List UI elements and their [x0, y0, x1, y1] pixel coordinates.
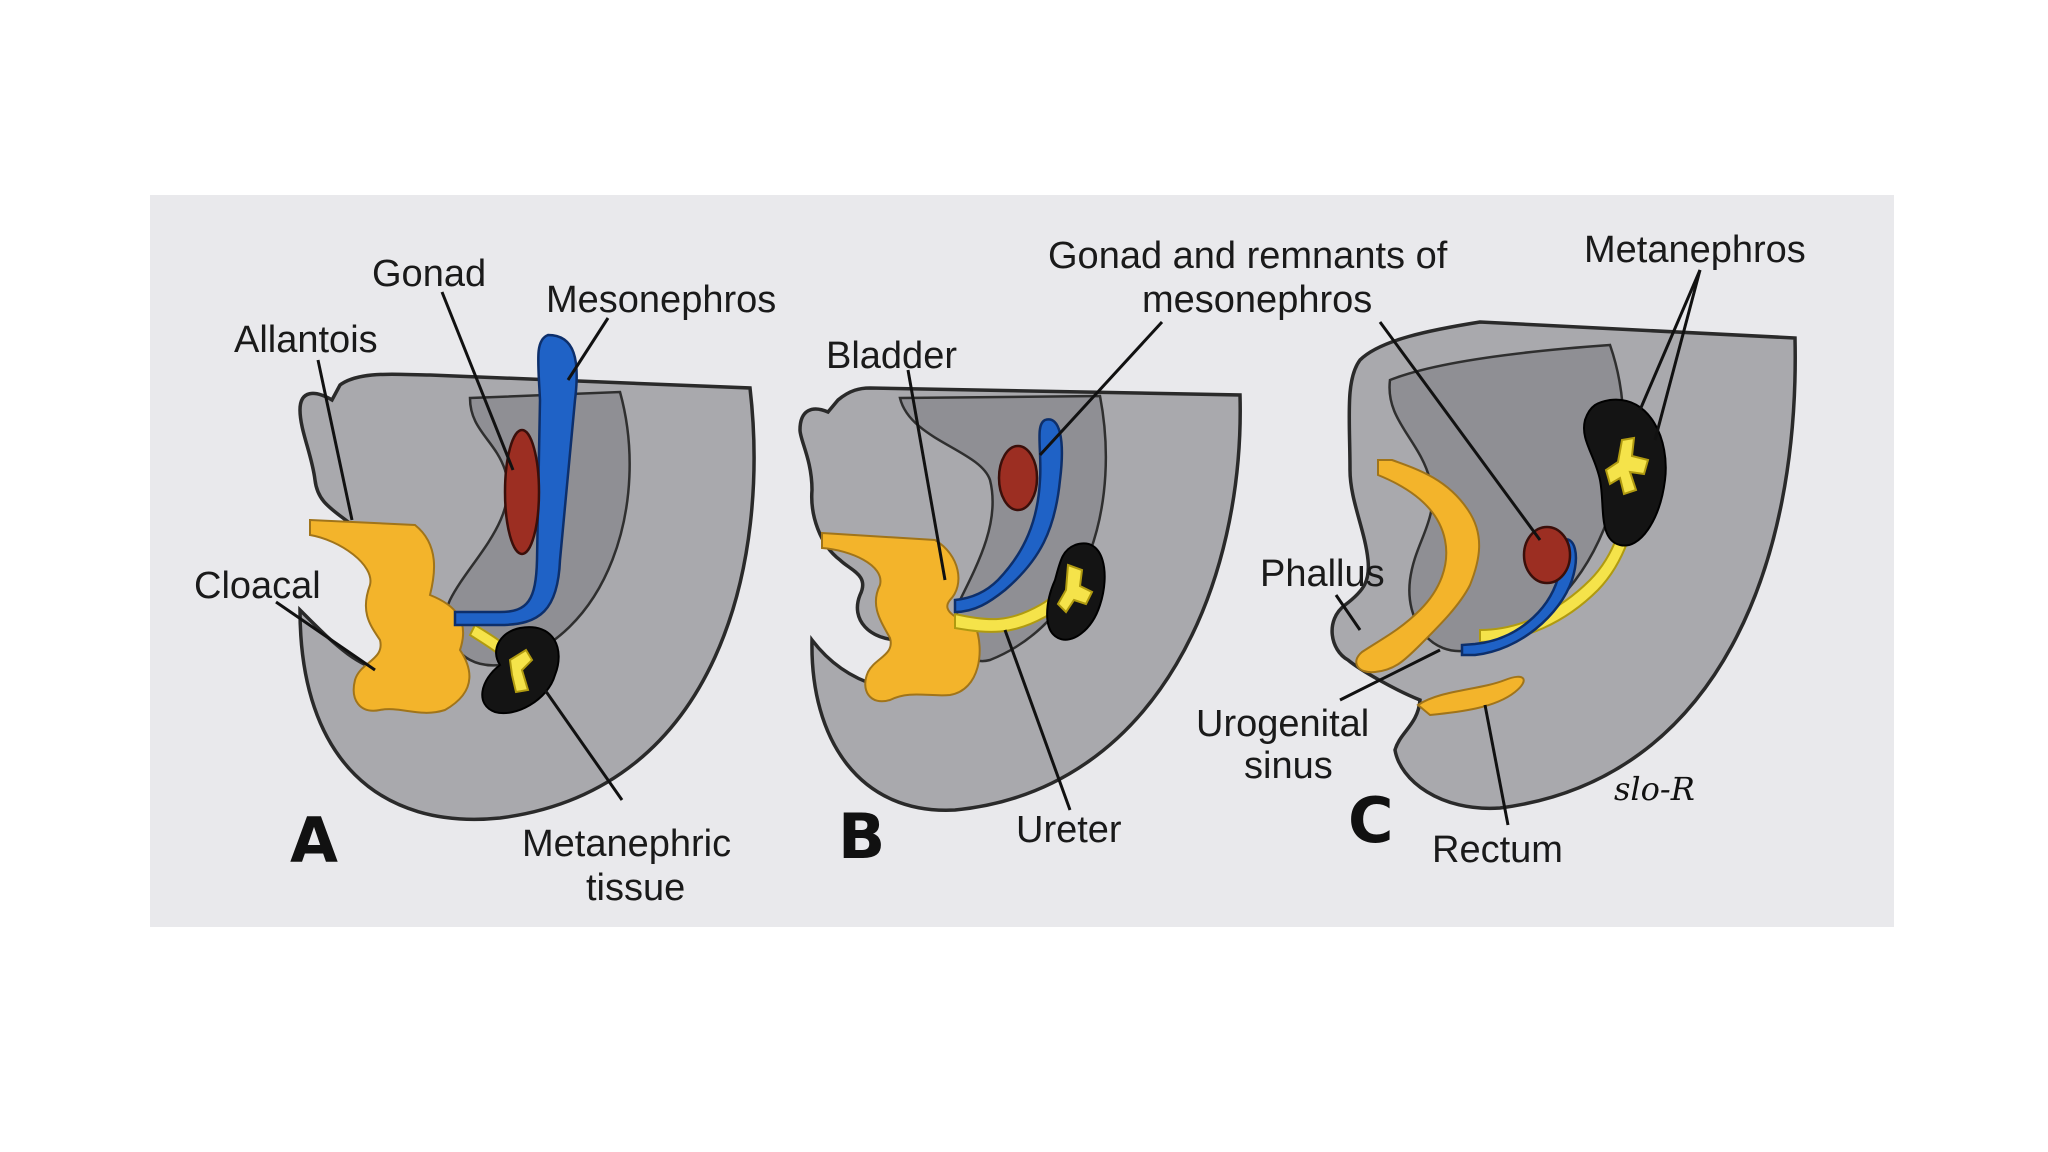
leader-gonad-a	[440, 291, 515, 471]
cloaca-a	[309, 518, 471, 714]
label-mesonephros: Mesonephros	[546, 279, 776, 321]
label-ureter: Ureter	[1016, 809, 1122, 851]
leader-ureter-b	[1003, 629, 1072, 811]
label-urogenital-line1: Urogenital	[1196, 703, 1369, 745]
leader-gonad-remnants-b	[1038, 320, 1164, 457]
mesonephric-duct-a	[453, 333, 578, 627]
label-metanephric-line2: tissue	[586, 867, 685, 909]
ureteric-bud-a	[508, 648, 534, 694]
panel-letter-a: A	[290, 804, 338, 877]
panel-c: Metanephros Phallus Urogenital sinus Rec…	[1196, 229, 1806, 871]
leader-mesonephros-a	[566, 317, 610, 381]
leader-gonad-remnants-c	[1378, 321, 1542, 541]
bladder-b	[821, 531, 981, 703]
label-metanephros: Metanephros	[1584, 229, 1806, 271]
leader-metanephros-c-1	[1638, 269, 1702, 411]
leader-bladder-b	[906, 369, 947, 581]
collecting-system-c	[1604, 436, 1650, 496]
collecting-system-b	[1056, 563, 1094, 614]
leader-metanephric-a	[543, 689, 624, 801]
gonad-c	[1522, 525, 1572, 585]
leader-urogenital-c	[1339, 648, 1441, 702]
gonad-b	[997, 444, 1039, 512]
label-urogenital-line2: sinus	[1244, 745, 1333, 787]
label-bladder: Bladder	[826, 335, 957, 377]
label-allantois: Allantois	[234, 319, 378, 361]
leader-cloacal-a	[275, 600, 376, 672]
label-gonad-remnants-line2: mesonephros	[1142, 279, 1372, 321]
urogenital-sinus-c	[1355, 459, 1481, 674]
artist-signature: slo-R	[1614, 770, 1695, 808]
gonad-a	[503, 428, 541, 556]
leader-allantois-a	[316, 359, 354, 521]
leader-rectum-c	[1483, 704, 1510, 826]
panel-letter-c: C	[1348, 784, 1394, 857]
label-gonad: Gonad	[372, 253, 486, 295]
panel-b: Bladder Gonad and remnants of mesonephro…	[798, 235, 1448, 873]
label-gonad-remnants-line1: Gonad and remnants of	[1048, 235, 1448, 277]
panel-a: Gonad Mesonephros Allantois Cloacal Meta…	[194, 253, 776, 909]
label-cloacal: Cloacal	[194, 565, 321, 607]
rectum-c	[1416, 675, 1525, 717]
label-metanephric-line1: Metanephric	[522, 823, 731, 865]
panel-letter-b: B	[838, 800, 885, 873]
label-phallus: Phallus	[1260, 553, 1385, 595]
label-rectum: Rectum	[1432, 829, 1563, 871]
leader-phallus-c	[1334, 594, 1362, 631]
leader-metanephros-c-2	[1653, 269, 1702, 441]
mesonephros-b	[953, 418, 1064, 614]
